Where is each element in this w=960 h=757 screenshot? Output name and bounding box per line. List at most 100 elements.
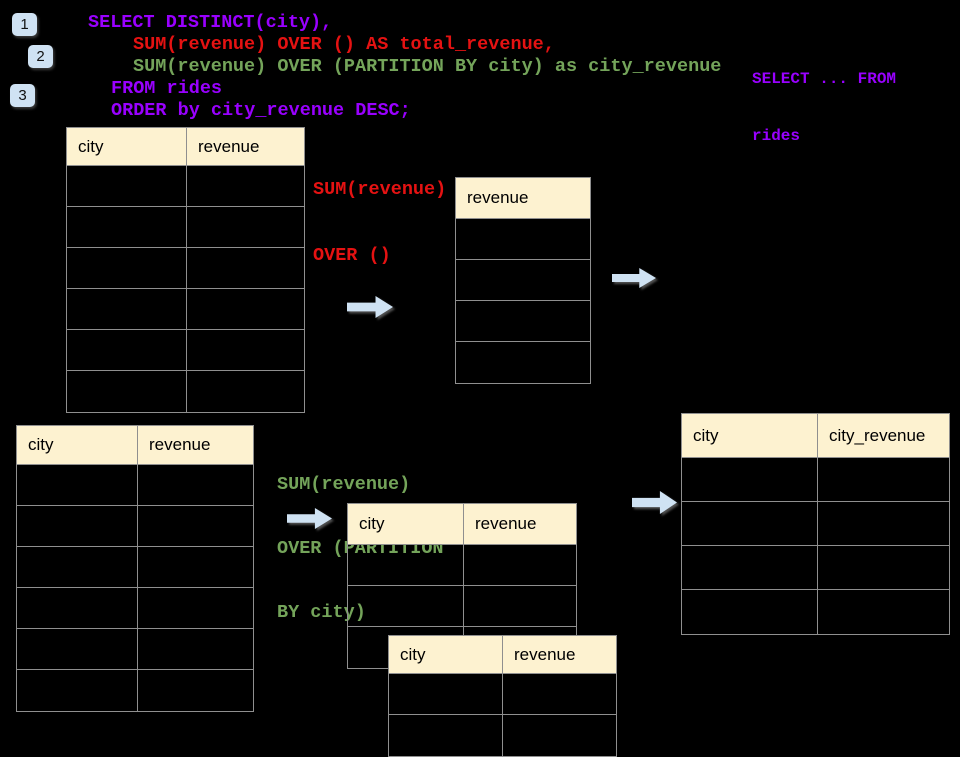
table-cell	[138, 629, 253, 669]
column-header: revenue	[138, 426, 253, 464]
table-cell	[456, 219, 590, 259]
right-arrow-icon	[287, 508, 332, 529]
sql-line-total-sum: SUM(revenue) OVER () AS total_revenue,	[133, 34, 555, 55]
table-cell	[67, 371, 187, 412]
table-empty-row	[67, 289, 304, 330]
sql-line-select: SELECT DISTINCT(city),	[88, 12, 333, 33]
table-empty-row	[456, 301, 590, 342]
table-cell	[17, 465, 138, 505]
table-empty-row	[17, 588, 253, 629]
right-arrow-icon	[347, 296, 393, 318]
table-cell	[138, 506, 253, 546]
column-header: revenue	[187, 128, 304, 165]
table-cell	[187, 371, 304, 412]
table-cell	[456, 260, 590, 300]
table-cell	[17, 588, 138, 628]
table-cell	[818, 502, 949, 545]
table-empty-row	[389, 674, 616, 715]
table-cell	[138, 547, 253, 587]
table-cell	[682, 590, 818, 634]
table-empty-row	[17, 670, 253, 711]
table-cell	[187, 248, 304, 288]
table-cell	[503, 674, 616, 714]
table-cell	[464, 545, 576, 585]
column-header: revenue	[503, 636, 616, 673]
note-line: rides	[752, 127, 801, 145]
column-header: city	[348, 504, 464, 544]
table-cell	[682, 546, 818, 589]
table-cell	[67, 330, 187, 370]
table-header-row: revenue	[456, 178, 590, 219]
annotation-line: OVER ()	[313, 245, 391, 266]
column-header: revenue	[464, 504, 576, 544]
table-cell	[17, 547, 138, 587]
table-cell	[138, 465, 253, 505]
column-header: city	[389, 636, 503, 673]
step-badge-1: 1	[12, 13, 37, 36]
table-empty-row	[67, 207, 304, 248]
table-cell	[187, 289, 304, 329]
table-cell	[17, 670, 138, 711]
table-cell	[67, 207, 187, 247]
table-cell	[682, 502, 818, 545]
step-badge-3: 3	[10, 84, 35, 107]
table-empty-row	[389, 715, 616, 756]
table-cell	[67, 166, 187, 206]
step-badge-2: 2	[28, 45, 53, 68]
table-cell	[818, 546, 949, 589]
table-empty-row	[682, 546, 949, 590]
table-cell	[503, 715, 616, 756]
sql-line-order-by: ORDER by city_revenue DESC;	[111, 100, 411, 121]
table-empty-row	[67, 371, 304, 412]
right-arrow-icon	[612, 268, 656, 288]
column-header: revenue	[456, 178, 590, 218]
sql-line-partition-sum: SUM(revenue) OVER (PARTITION BY city) as…	[133, 56, 722, 77]
column-header: city	[67, 128, 187, 165]
note-line: SELECT ... FROM	[752, 70, 897, 88]
table-empty-row	[17, 547, 253, 588]
table-cell	[348, 586, 464, 626]
annotation-line: BY city)	[277, 602, 366, 623]
table-empty-row	[682, 502, 949, 546]
sql-line-from: FROM rides	[111, 78, 223, 99]
table-cell	[17, 629, 138, 669]
table-empty-row	[17, 629, 253, 670]
table-empty-row	[67, 330, 304, 371]
table-cell	[389, 674, 503, 714]
table-cell	[67, 289, 187, 329]
select-from-note: SELECT ... FROM rides	[752, 33, 896, 165]
total-revenue-table: revenue	[455, 177, 591, 384]
table-cell	[138, 588, 253, 628]
table-empty-row	[456, 260, 590, 301]
table-empty-row	[456, 219, 590, 260]
table-empty-row	[17, 465, 253, 506]
table-empty-row	[17, 506, 253, 547]
table-empty-row	[682, 458, 949, 502]
table-cell	[818, 458, 949, 501]
annotation-line: SUM(revenue)	[313, 179, 447, 200]
table-cell	[67, 248, 187, 288]
table-cell	[187, 166, 304, 206]
column-header: city	[682, 414, 818, 457]
table-cell	[17, 506, 138, 546]
table-cell	[389, 715, 503, 756]
table-cell	[456, 342, 590, 383]
table-cell	[464, 586, 576, 626]
column-header: city	[17, 426, 138, 464]
table-empty-row	[348, 545, 576, 586]
table-empty-row	[67, 248, 304, 289]
table-empty-row	[682, 590, 949, 634]
table-cell	[187, 207, 304, 247]
right-arrow-icon	[632, 491, 677, 514]
table-cell	[818, 590, 949, 634]
table-empty-row	[348, 586, 576, 627]
table-empty-row	[67, 166, 304, 207]
